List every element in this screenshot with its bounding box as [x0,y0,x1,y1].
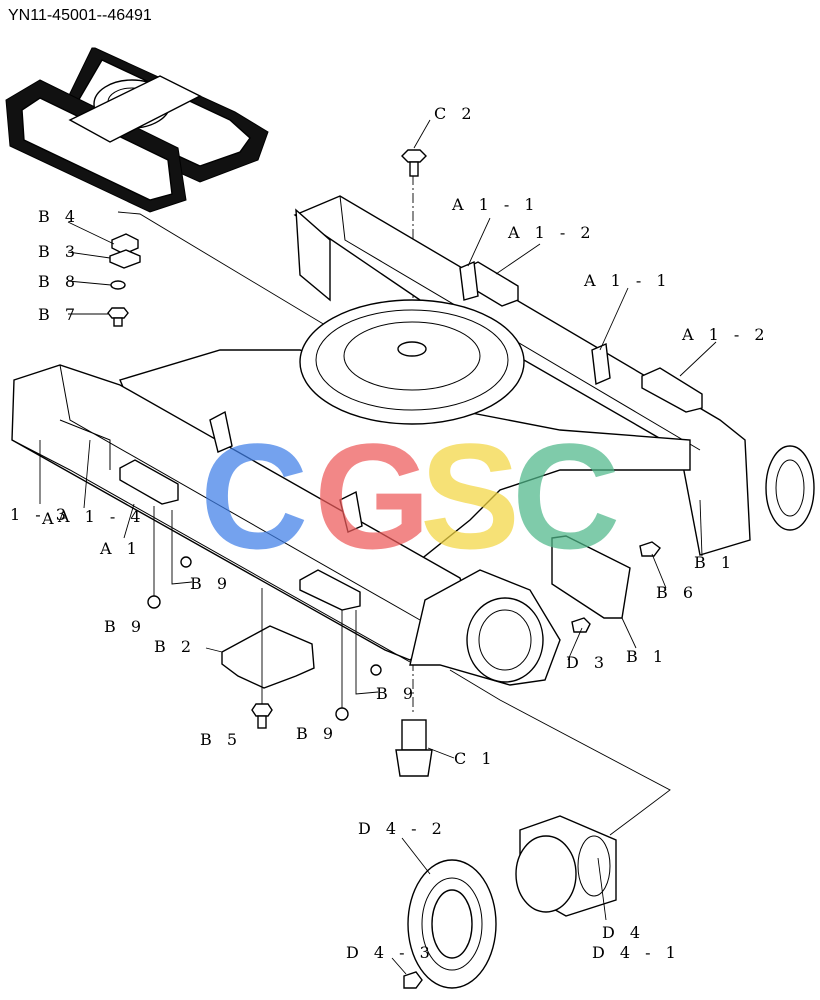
callout-a1: A 1 [99,539,142,558]
callout-b7: B 7 [38,305,80,324]
callout-b4: B 4 [38,207,80,226]
callout-b9-c: B 9 [296,724,338,743]
bolt-b5-icon [251,703,273,729]
bolt-b7-icon [107,307,129,327]
bracket-b2 [221,625,315,689]
callout-b9-b: B 9 [190,574,232,593]
watermark-letter-1: C [200,412,308,580]
callout-b5: B 5 [200,730,242,749]
swivel-joint-c1 [395,719,433,777]
callout-b3: B 3 [38,242,80,261]
callout-b2: B 2 [154,637,196,656]
bolt-b6-icon [639,541,661,557]
callout-d4-3: D 4 - 3 [346,943,435,962]
travel-motor-icon [515,815,617,917]
callouts: C 2 A 1 - 1 A 1 - 2 A 1 - 1 A 1 - 2 B 4 … [10,104,770,962]
callout-a1-4: A 1 - 4 [57,507,146,526]
watermark-letter-4: C [512,412,620,580]
callout-a1-3-prefix: A [41,509,59,528]
callout-c1: C 1 [454,749,497,768]
callout-a1-2-left: A 1 - 2 [507,223,596,242]
callout-d4: D 4 [602,923,645,942]
track-undercarriage-thumbnail-icon [5,47,269,213]
callout-a1-1-left: A 1 - 1 [451,195,540,214]
watermark-letter-3: S [420,412,520,580]
callout-b9-a: B 9 [104,617,146,636]
nut-b9-c [335,707,349,721]
bolt-icon [401,149,427,177]
serial-range-title: YN11-45001--46491 [8,7,152,24]
watermark-letter-2: G [314,412,431,580]
callout-d4-2: D 4 - 2 [358,819,447,838]
callout-b1-cover: B 1 [626,647,668,666]
plate-b3 [109,249,141,269]
callout-b1-right: B 1 [694,553,736,572]
watermark: C G S C [200,412,620,580]
rear-sprocket-icon [765,445,815,531]
callout-a1-1-right: A 1 - 1 [583,271,672,290]
bolt-d4-3-icon [403,971,423,989]
sprocket-icon [407,859,497,989]
track-frame [11,195,751,686]
leader-lines [39,119,717,975]
nut-b9-a [147,595,161,609]
callout-a1-2-right: A 1 - 2 [681,325,770,344]
callout-b9-d: B 9 [376,684,418,703]
plate-b4 [111,233,139,255]
callout-d3: D 3 [566,653,609,672]
callout-c2: C 2 [434,104,477,123]
nut-b9-d [370,664,382,676]
callout-a1-3: 1 - 3 [10,505,71,524]
callout-b8: B 8 [38,272,80,291]
bolt-d3-icon [571,617,591,633]
callout-d4-1: D 4 - 1 [592,943,681,962]
nut-b9-b [180,556,192,568]
washer-b8 [110,280,126,290]
callout-b6: B 6 [656,583,698,602]
